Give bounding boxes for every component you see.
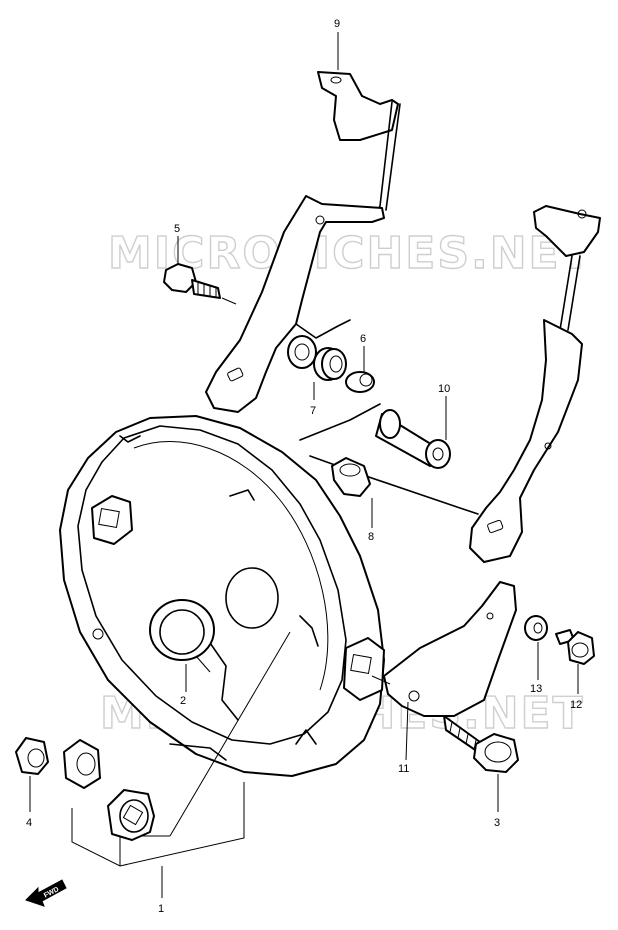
callout-10: 10	[438, 383, 450, 395]
callout-3: 3	[494, 817, 500, 829]
callout-1: 1	[158, 903, 164, 915]
part-11-plate[interactable]	[371, 581, 517, 717]
callout-13: 13	[530, 683, 542, 695]
part-6-collar[interactable]	[345, 371, 375, 393]
callout-5: 5	[174, 223, 180, 235]
part-13-washer[interactable]	[524, 615, 548, 641]
callout-8: 8	[368, 531, 374, 543]
part-8-grommet[interactable]	[331, 457, 371, 497]
part-7-cushion[interactable]	[287, 335, 347, 381]
callout-11: 11	[398, 763, 409, 775]
part-4-nut[interactable]	[15, 737, 49, 775]
callout-12: 12	[570, 699, 582, 711]
part-2-cap[interactable]	[149, 599, 215, 673]
callout-leaders	[29, 32, 579, 898]
part-3-flange-bolt[interactable]	[443, 715, 519, 773]
part-9-right-stay[interactable]	[299, 205, 601, 563]
fwd-label: FWD	[43, 886, 60, 900]
part-12-bolt[interactable]	[555, 629, 595, 665]
callout-6: 6	[360, 333, 366, 345]
callout-9: 9	[334, 18, 340, 30]
part-1-mount-grommet[interactable]	[63, 739, 245, 867]
part-9-upper-stay[interactable]	[205, 71, 401, 413]
callout-2: 2	[180, 695, 186, 707]
part-5-bolt[interactable]	[163, 263, 237, 305]
callout-7: 7	[310, 405, 316, 417]
forward-arrow-icon: FWD	[25, 879, 67, 907]
callout-4: 4	[26, 817, 32, 829]
part-10-spacer[interactable]	[375, 409, 451, 469]
